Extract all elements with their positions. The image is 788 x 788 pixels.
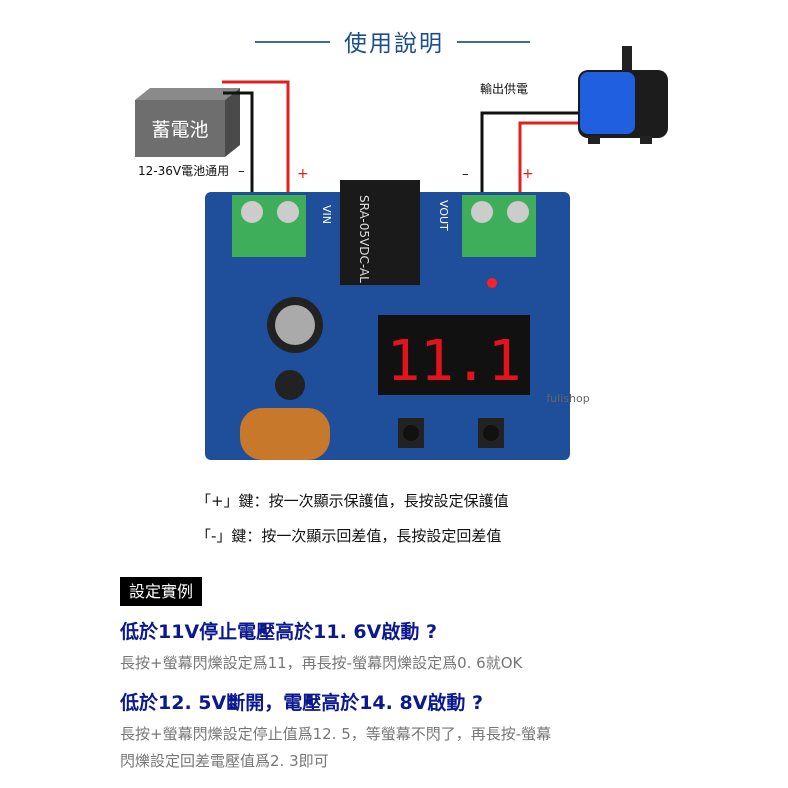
page-title: 使用說明	[344, 31, 444, 57]
plus-key-instruction: 「+」鍵：按一次顯示保護值，長按設定保護值	[196, 492, 509, 510]
vout-label: VOUT	[437, 200, 450, 231]
status-led-icon	[487, 278, 497, 288]
title-divider-right	[457, 41, 530, 43]
input-minus-label: –	[238, 164, 245, 179]
output-minus-label: –	[462, 167, 469, 182]
output-plus-label: +	[522, 166, 534, 182]
example-2-answer-line-1: 長按+螢幕閃爍設定停止值爲12. 5，等螢幕不閃了，再長按-螢幕	[120, 725, 552, 743]
example-2-answer-line-2: 閃爍設定回差電壓值爲2. 3即可	[120, 752, 329, 770]
relay	[340, 180, 420, 285]
examples-label: 設定實例	[120, 577, 202, 606]
output-positive-wire	[518, 121, 580, 200]
input-plus-label: +	[297, 166, 309, 182]
input-negative-wire	[223, 91, 254, 200]
title-divider-left	[255, 41, 330, 43]
example-1-question: 低於11V停止電壓高於11. 6V啟動 ?	[120, 621, 437, 643]
led-display	[378, 315, 530, 395]
water-pump-image	[578, 46, 668, 144]
toroid-inductor	[240, 408, 330, 460]
input-positive-wire	[222, 80, 290, 200]
battery-label: 蓄電池	[151, 119, 208, 141]
example-2-question: 低於12. 5V斷開，電壓高於14. 8V啟動 ?	[120, 692, 484, 714]
example-1-answer: 長按+螢幕閃爍設定爲11，再長按-螢幕閃爍設定爲0. 6就OK	[120, 654, 523, 672]
input-terminal-block	[232, 195, 306, 257]
battery-range-label: 12-36V電池通用	[138, 164, 229, 178]
output-label: 輸出供電	[480, 81, 528, 96]
output-negative-wire	[480, 111, 580, 200]
watermark: fulishop	[546, 392, 589, 405]
capacitor-small	[275, 370, 305, 400]
minus-key-instruction: 「-」鍵：按一次顯示回差值，長按設定回差值	[196, 527, 502, 545]
wiring-diagram: 蓄電池 12-36V電池通用 – + 輸出供電 – + VIN VOUT	[135, 46, 668, 460]
output-terminal-block	[462, 195, 536, 257]
relay-model-text: SRA-05VDC-AL	[357, 195, 371, 283]
display-reading: 11.1	[387, 329, 522, 394]
vin-label: VIN	[320, 205, 333, 224]
battery-image	[135, 88, 240, 157]
